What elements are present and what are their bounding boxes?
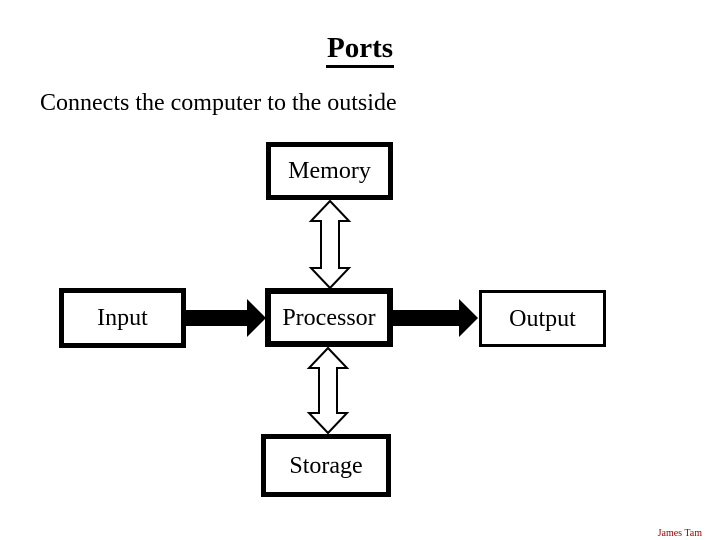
node-output-label: Output xyxy=(509,305,576,332)
node-storage: Storage xyxy=(261,434,391,497)
node-input: Input xyxy=(59,288,186,348)
node-processor-label: Processor xyxy=(282,304,376,331)
page-title-text: Ports xyxy=(325,32,395,68)
node-memory-label: Memory xyxy=(288,158,371,184)
node-memory: Memory xyxy=(266,142,393,200)
node-input-label: Input xyxy=(97,305,148,331)
page-title: Ports xyxy=(0,32,720,68)
subtitle: Connects the computer to the outside xyxy=(40,90,397,116)
node-storage-label: Storage xyxy=(289,452,363,479)
processor-storage-double-arrow-icon xyxy=(306,346,350,435)
memory-processor-double-arrow-icon xyxy=(308,199,352,290)
node-processor: Processor xyxy=(265,288,393,347)
signature-credit: James Tam xyxy=(657,528,702,539)
node-output: Output xyxy=(479,290,606,347)
input-processor-arrow-icon xyxy=(184,299,266,337)
processor-output-arrow-icon xyxy=(392,299,478,337)
